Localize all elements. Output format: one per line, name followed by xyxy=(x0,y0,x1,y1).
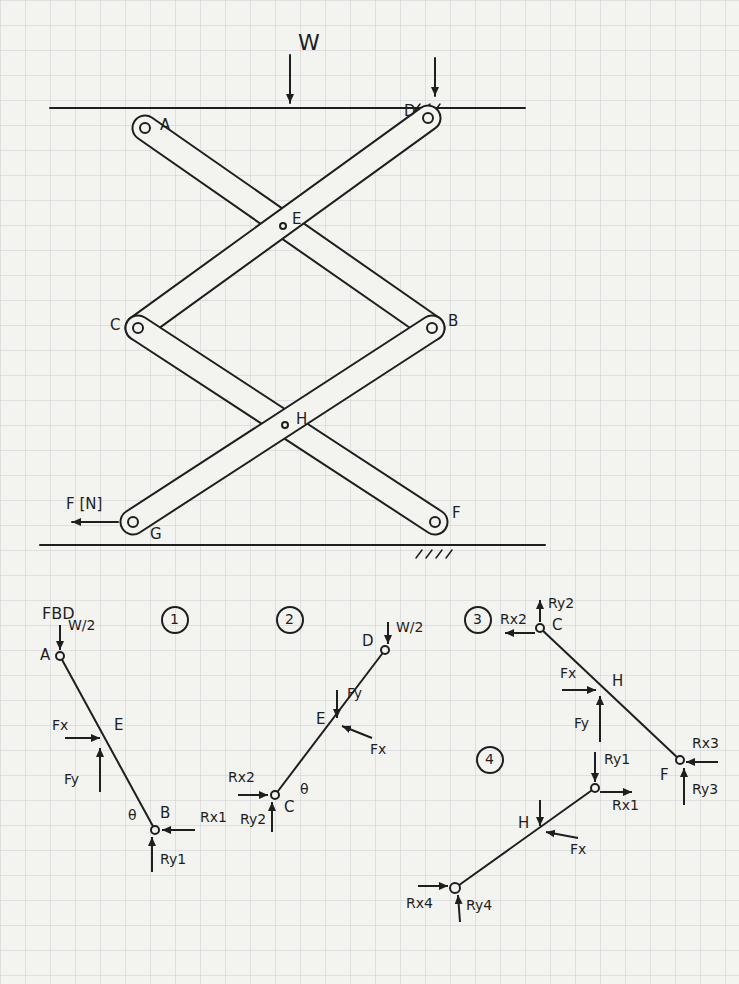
force-label: E xyxy=(114,718,123,733)
callout-number: 1 xyxy=(170,612,179,626)
callout-number: 3 xyxy=(473,612,482,626)
force-label: Fy xyxy=(574,716,589,730)
force-label: C xyxy=(284,800,294,815)
force-label: C xyxy=(552,618,562,633)
force-label: Ry1 xyxy=(604,752,630,766)
force-label: B xyxy=(448,314,458,329)
force-label: Fy xyxy=(64,772,79,786)
callout-number: 2 xyxy=(285,612,294,626)
force-label: Rx1 xyxy=(200,810,227,824)
force-label: Rx2 xyxy=(500,612,527,626)
force-label: H xyxy=(518,816,529,831)
callout-number: 4 xyxy=(485,752,494,766)
force-label: H xyxy=(296,412,307,427)
force-label: W/2 xyxy=(68,618,95,632)
force-label: W/2 xyxy=(396,620,423,634)
force-label: Fx xyxy=(560,666,576,680)
force-label: θ xyxy=(128,808,137,822)
force-label: G xyxy=(150,527,162,542)
force-label: Rx1 xyxy=(612,798,639,812)
force-label: Fx xyxy=(370,742,386,756)
force-label: F xyxy=(452,506,461,521)
force-label: W xyxy=(298,32,320,54)
force-label: θ xyxy=(300,782,309,796)
force-label: Rx4 xyxy=(406,896,433,910)
force-label: Rx2 xyxy=(228,770,255,784)
force-label: Fx xyxy=(52,718,68,732)
force-label: C xyxy=(110,318,120,333)
force-label: Ry2 xyxy=(548,596,574,610)
force-label: A xyxy=(40,648,50,663)
force-label: Ry3 xyxy=(692,782,718,796)
force-label: D xyxy=(362,634,374,649)
force-label: B xyxy=(160,806,170,821)
force-label: Ry1 xyxy=(160,852,186,866)
force-label: E xyxy=(316,712,325,727)
force-label: D xyxy=(404,104,416,119)
force-label: F xyxy=(660,768,669,783)
force-label: Ry2 xyxy=(240,812,266,826)
force-label: Fy xyxy=(347,686,362,700)
force-label: Fx xyxy=(570,842,586,856)
force-label: E xyxy=(292,212,301,227)
force-label: F [N] xyxy=(66,497,102,512)
force-label: Rx3 xyxy=(692,736,719,750)
force-label: A xyxy=(160,118,170,133)
force-label: Ry4 xyxy=(466,898,492,912)
force-label: H xyxy=(612,674,623,689)
